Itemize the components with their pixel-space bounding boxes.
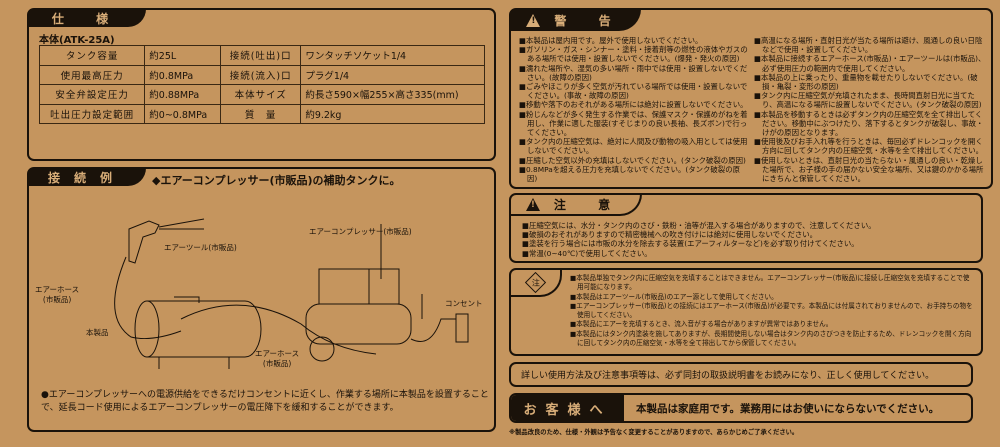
list-item: ごみやほこりが多く空気が汚れている場所では使用・設置しないでください。(事故・故… xyxy=(519,82,749,100)
label-air-hose-1: エアーホース (市販品) xyxy=(35,285,80,304)
warning-title: 警 告 xyxy=(554,13,625,28)
note-list: 本製品単独でタンク内に圧縮空気を充填することはできません。エアーコンプレッサー(… xyxy=(570,274,975,348)
list-item: ガソリン・ガス・シンナー・塗料・接着剤等の燃性の液体やガスのある場所では使用・設… xyxy=(519,45,749,63)
spec-label: 質 量 xyxy=(220,103,302,124)
customer-label: お客様へ xyxy=(511,395,624,421)
list-item: 使用しないときは、直射日光の当たらない・風通しの良い・乾燥した場所で、お子様の手… xyxy=(754,156,986,184)
spec-label: タンク容量 xyxy=(38,45,146,66)
warning-list-left: 本製品は屋内用です。屋外で使用しないでください。ガソリン・ガス・シンナー・塗料・… xyxy=(519,36,749,183)
note-badge-icon: 注 xyxy=(524,271,546,293)
model-name: 本体(ATK-25A) xyxy=(39,35,115,46)
warning-list-right: 高温になる場所・直射日光が当たる場所は避け、風通しの良い日陰などで使用・設置して… xyxy=(754,36,986,183)
caution-title: 注 意 xyxy=(553,197,625,212)
spec-value: 約0.88MPa xyxy=(144,84,222,105)
list-item: 本製品はエアーツール(市販品)のエアー源として使用してください。 xyxy=(570,293,975,302)
air-tool-icon xyxy=(128,218,205,264)
caution-list: 圧縮空気には、水分・タンク内のさび・鉄粉・油等が混入する場合がありますので、注意… xyxy=(522,221,977,258)
note-panel: 注 本製品単独でタンク内に圧縮空気を充填することはできません。エアーコンプレッサ… xyxy=(509,268,983,356)
hose-2-line xyxy=(180,304,377,355)
connection-note: ●エアーコンプレッサーへの電源供給をできるだけコンセントに近くし、作業する場所に… xyxy=(41,390,489,413)
label-air-hose-2: エアーホース (市販品) xyxy=(255,349,300,368)
spec-value: プラグ1/4 xyxy=(300,64,485,85)
list-item: 本製品の上に乗ったり、重量物を載せたりしないでください。(破損・亀裂・変形の原因… xyxy=(754,73,986,91)
list-item: 移動や落下のおそれがある場所には絶対に設置しないでください。 xyxy=(519,100,749,109)
tank-icon xyxy=(134,296,262,369)
list-item: 破損のおそれがありますので精密機械への吹き付けには絶対に使用しないでください。 xyxy=(522,230,977,239)
list-item: 本製品単独でタンク内に圧縮空気を充填することはできません。エアーコンプレッサー(… xyxy=(570,274,975,293)
connection-diagram xyxy=(114,218,469,369)
spec-value: 約0.8MPa xyxy=(144,64,222,85)
warning-panel: 警 告 本製品は屋内用です。屋外で使用しないでください。ガソリン・ガス・シンナー… xyxy=(509,8,993,189)
note-header: 注 xyxy=(510,269,562,297)
hose-1-line xyxy=(114,256,182,339)
list-item: 本製品にエアーを充填するとき、流入音がする場合がありますが異常ではありません。 xyxy=(570,320,975,329)
list-item: 高温になる場所・直射日光が当たる場所は避け、風通しの良い日陰などで使用・設置して… xyxy=(754,36,986,54)
spec-title: 仕 様 xyxy=(28,9,146,27)
caution-triangle-icon xyxy=(525,197,549,211)
spec-label: 本体サイズ xyxy=(220,84,302,105)
list-item: 濡れた場所や、湿気の多い場所・雨中では使用・設置しないでください。(故障の原因) xyxy=(519,64,749,82)
list-item: タンク内に圧縮空気が充填されたまま、長時間直射日光に当てたり、高温になる場所に設… xyxy=(754,91,986,109)
footnote: ※製品改良のため、仕様・外観は予告なく変更することがありますので、あらかじめご了… xyxy=(509,429,799,436)
customer-message: 本製品は家庭用です。業務用にはお使いにならないでください。 xyxy=(636,402,940,415)
customer-notice: お客様へ 本製品は家庭用です。業務用にはお使いにならないでください。 xyxy=(509,393,973,423)
connection-panel: 接続例 ◆エアーコンプレッサー(市販品)の補助タンクに。 エアーツール(市販品)… xyxy=(27,167,496,432)
list-item: 圧縮空気には、水分・タンク内のさび・鉄粉・油等が混入する場合がありますので、注意… xyxy=(522,221,977,230)
spec-label: 安全弁設定圧力 xyxy=(38,84,146,105)
spec-value: 約長さ590×幅255×高さ335(mm) xyxy=(300,84,485,105)
connection-subtitle: ◆エアーコンプレッサー(市販品)の補助タンクに。 xyxy=(152,174,401,187)
list-item: 0.8MPaを超える圧力を充填しないでください。(タンク破裂の原因) xyxy=(519,165,749,183)
list-item: 本製品にはタンク内塗装を施してありますが、長期間使用しない場合はタンク内のさびつ… xyxy=(570,330,975,349)
label-outlet: コンセント xyxy=(445,299,483,308)
list-item: 粉じんなどが多く発生する作業では、保護マスク・保護めがねを着用し、作業に適した服… xyxy=(519,110,749,138)
list-item: タンク内の圧縮空気は、絶対に人間及び動物の吸入用としては使用しないでください。 xyxy=(519,137,749,155)
spec-value: 約25L xyxy=(144,45,222,66)
spec-value: 約0~0.8MPa xyxy=(144,103,222,124)
list-item: エアーコンプレッサー(市販品)との接続にはエアーホース(市販品)が必要です。本製… xyxy=(570,302,975,321)
caution-panel: 注 意 圧縮空気には、水分・タンク内のさび・鉄粉・油等が混入する場合がありますの… xyxy=(509,193,983,263)
label-air-tool: エアーツール(市販品) xyxy=(164,243,237,252)
list-item: 使用後及びお手入れ等を行うときは、毎回必ずドレンコックを開く方向に回してタンク内… xyxy=(754,137,986,155)
list-item: 常温(0~40℃)で使用してください。 xyxy=(522,249,977,258)
list-item: 本製品を移動するときは必ずタンク内の圧縮空気を全て排出してください。移動中にぶつ… xyxy=(754,110,986,138)
warning-header: 警 告 xyxy=(510,9,641,31)
caution-header: 注 意 xyxy=(510,194,642,216)
list-item: 本製品に接続するエアーホース(市販品)・エアーツールは(市販品)、必ず使用圧力の… xyxy=(754,54,986,72)
list-item: 本製品は屋内用です。屋外で使用しないでください。 xyxy=(519,36,749,45)
spec-label: 接続(吐出)口 xyxy=(220,45,302,66)
label-product: 本製品 xyxy=(86,328,109,337)
warning-triangle-icon xyxy=(526,13,550,27)
compressor-icon xyxy=(305,224,423,362)
spec-label: 吐出圧力設定範囲 xyxy=(38,103,146,124)
connection-title: 接続例 xyxy=(28,168,146,186)
outlet-icon xyxy=(410,313,469,343)
list-item: 塗装を行う場合には市販の水分を除去する装置(エアーフィルターなど)を必ず取り付け… xyxy=(522,239,977,248)
manual-notice: 詳しい使用方法及び注意事項等は、必ず同封の取扱説明書をお読みになり、正しく使用し… xyxy=(509,362,973,387)
spec-label: 使用最高圧力 xyxy=(38,64,146,85)
list-item: 圧縮した空気以外の充填はしないでください。(タンク破裂の原因) xyxy=(519,156,749,165)
spec-label: 接続(流入)口 xyxy=(220,64,302,85)
spec-value: 約9.2kg xyxy=(300,103,485,124)
spec-value: ワンタッチソケット1/4 xyxy=(300,45,485,66)
label-compressor: エアーコンプレッサー(市販品) xyxy=(309,227,412,236)
